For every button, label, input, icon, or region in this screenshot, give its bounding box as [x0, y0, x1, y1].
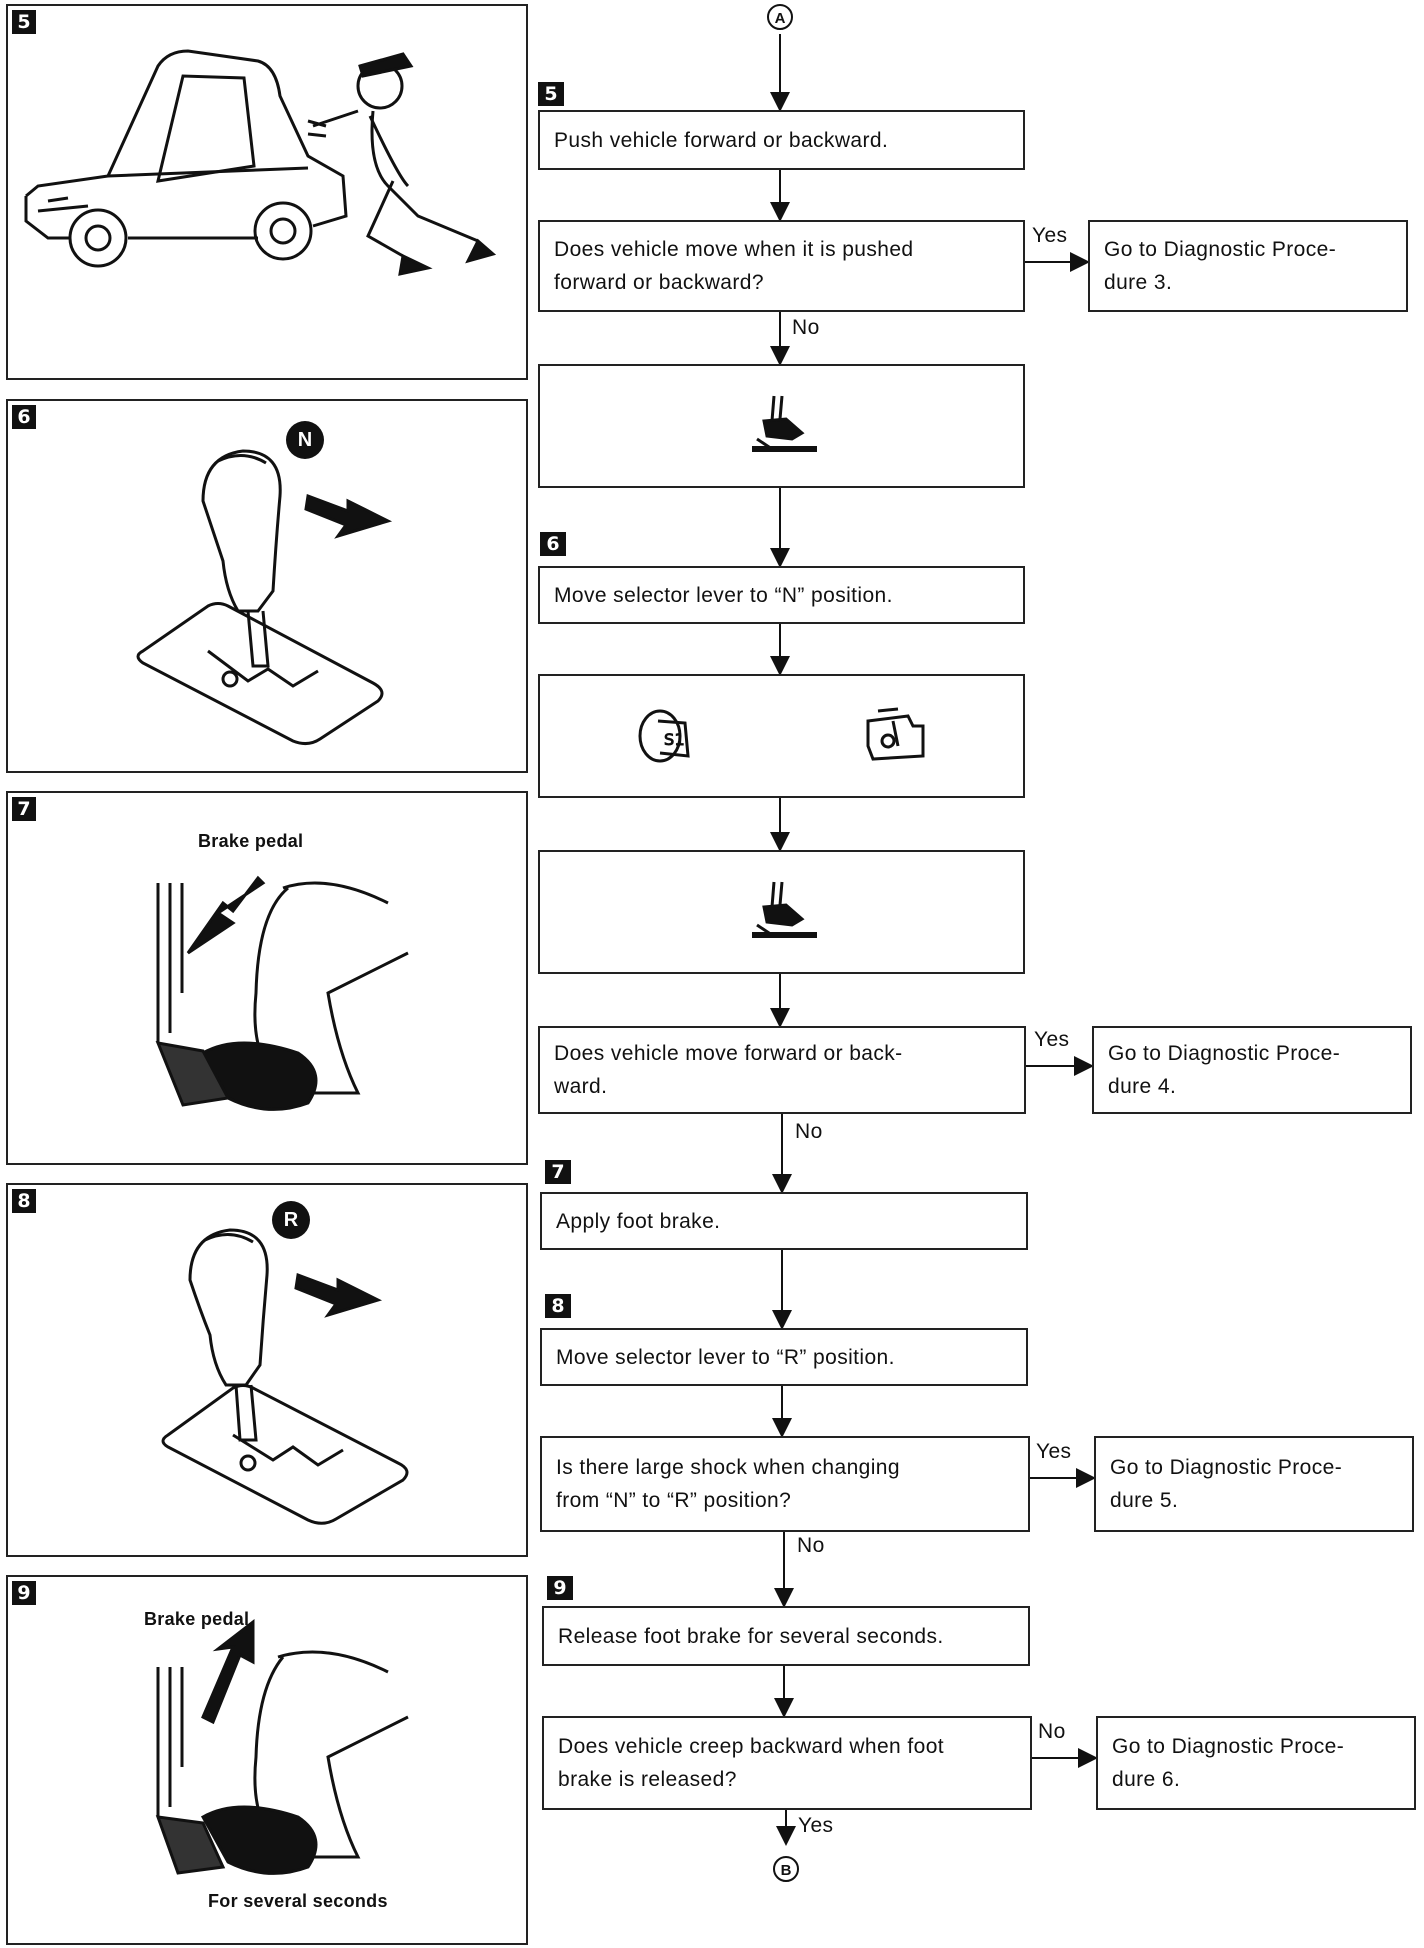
- step-text: Move selector lever to “R” position.: [556, 1345, 895, 1369]
- branch-no-label: No: [797, 1534, 825, 1557]
- question-line: forward or backward?: [554, 271, 764, 294]
- branch-yes-label: Yes: [1034, 1028, 1070, 1051]
- step-push-vehicle: Push vehicle forward or backward.: [538, 110, 1025, 170]
- branch-no-label: No: [795, 1120, 823, 1143]
- result-line: dure 6.: [1112, 1768, 1181, 1791]
- result-procedure-4: Go to Diagnostic Proce- dure 4.: [1092, 1026, 1412, 1114]
- selector-lever-n-illustration: [136, 449, 393, 746]
- question-line: Does vehicle creep backward when foot: [558, 1735, 945, 1758]
- result-procedure-5: Go to Diagnostic Proce- dure 5.: [1094, 1436, 1414, 1532]
- result-line: dure 4.: [1108, 1075, 1177, 1098]
- brake-depress-icon: [751, 395, 817, 452]
- question-move-forward-back: Does vehicle move forward or back- ward.: [538, 1026, 1026, 1114]
- step-move-selector-n: Move selector lever to “N” position.: [538, 566, 1025, 624]
- brake-pedal-caption: Brake pedal: [144, 1609, 250, 1629]
- panel-brake-release: 9 Brake pedal For several seconds: [6, 1575, 528, 1945]
- step-text: Move selector lever to “N” position.: [554, 583, 893, 607]
- result-line: dure 3.: [1104, 271, 1173, 294]
- question-move-when-pushed: Does vehicle move when it is pushed forw…: [538, 220, 1025, 312]
- connector-b: B: [773, 1856, 799, 1882]
- push-vehicle-illustration: [24, 49, 497, 276]
- icon-box-brake: [538, 364, 1025, 488]
- flow-tag-5: 5: [538, 82, 564, 106]
- connector-a: A: [767, 4, 793, 30]
- question-line: ward.: [554, 1075, 608, 1098]
- flow-tag-6: 6: [540, 532, 566, 556]
- step-tag-7: 7: [12, 797, 36, 821]
- question-line: brake is released?: [558, 1768, 737, 1791]
- question-line: Does vehicle move when it is pushed: [554, 238, 914, 261]
- icon-box-brake: [538, 850, 1025, 974]
- flow-tag-9: 9: [547, 1576, 573, 1600]
- result-procedure-6: Go to Diagnostic Proce- dure 6.: [1096, 1716, 1416, 1810]
- flow-tag-7: 7: [545, 1160, 571, 1184]
- icon-box-ignition: S1: [538, 674, 1025, 798]
- branch-no-label: No: [792, 316, 820, 339]
- panel-selector-r: 8 R: [6, 1183, 528, 1557]
- result-line: Go to Diagnostic Proce-: [1104, 238, 1337, 261]
- result-line: Go to Diagnostic Proce-: [1112, 1735, 1345, 1758]
- step-text: Release foot brake for several seconds.: [558, 1624, 944, 1648]
- brake-pedal-caption: Brake pedal: [198, 831, 304, 851]
- result-line: dure 5.: [1110, 1489, 1179, 1512]
- panel-push-vehicle: 5: [6, 4, 528, 380]
- step-apply-foot-brake: Apply foot brake.: [540, 1192, 1028, 1250]
- ignition-key-icon: S1: [638, 709, 690, 763]
- step-tag-8: 8: [12, 1189, 36, 1213]
- result-line: Go to Diagnostic Proce-: [1110, 1456, 1343, 1479]
- engine-start-icon: [866, 707, 925, 761]
- svg-text:S1: S1: [664, 730, 685, 749]
- step-text: Apply foot brake.: [556, 1209, 721, 1233]
- question-line: Is there large shock when changing: [556, 1456, 900, 1479]
- question-creep-backward: Does vehicle creep backward when foot br…: [542, 1716, 1032, 1810]
- step-tag-5: 5: [12, 10, 36, 34]
- selector-lever-r-illustration: [161, 1228, 409, 1525]
- branch-yes-label: Yes: [798, 1814, 834, 1837]
- question-large-shock: Is there large shock when changing from …: [540, 1436, 1030, 1532]
- step-tag-9: 9: [12, 1581, 36, 1605]
- several-seconds-caption: For several seconds: [208, 1891, 388, 1911]
- position-badge-r: R: [272, 1201, 310, 1239]
- step-text: Push vehicle forward or backward.: [554, 128, 889, 152]
- brake-apply-illustration: [155, 875, 409, 1111]
- result-procedure-3: Go to Diagnostic Proce- dure 3.: [1088, 220, 1408, 312]
- branch-yes-label: Yes: [1032, 224, 1068, 247]
- panel-selector-n: 6 N: [6, 399, 528, 773]
- branch-yes-label: Yes: [1036, 1440, 1072, 1463]
- flow-tag-8: 8: [545, 1294, 571, 1318]
- position-badge-n: N: [286, 421, 324, 459]
- branch-no-label: No: [1038, 1720, 1066, 1743]
- step-release-foot-brake: Release foot brake for several seconds.: [542, 1606, 1030, 1666]
- brake-release-illustration: [155, 1618, 409, 1875]
- step-move-selector-r: Move selector lever to “R” position.: [540, 1328, 1028, 1386]
- result-line: Go to Diagnostic Proce-: [1108, 1042, 1341, 1065]
- panel-brake-apply: 7 Brake pedal: [6, 791, 528, 1165]
- step-tag-6: 6: [12, 405, 36, 429]
- question-line: Does vehicle move forward or back-: [554, 1042, 903, 1065]
- brake-depress-icon: [751, 881, 817, 938]
- question-line: from “N” to “R” position?: [556, 1489, 792, 1512]
